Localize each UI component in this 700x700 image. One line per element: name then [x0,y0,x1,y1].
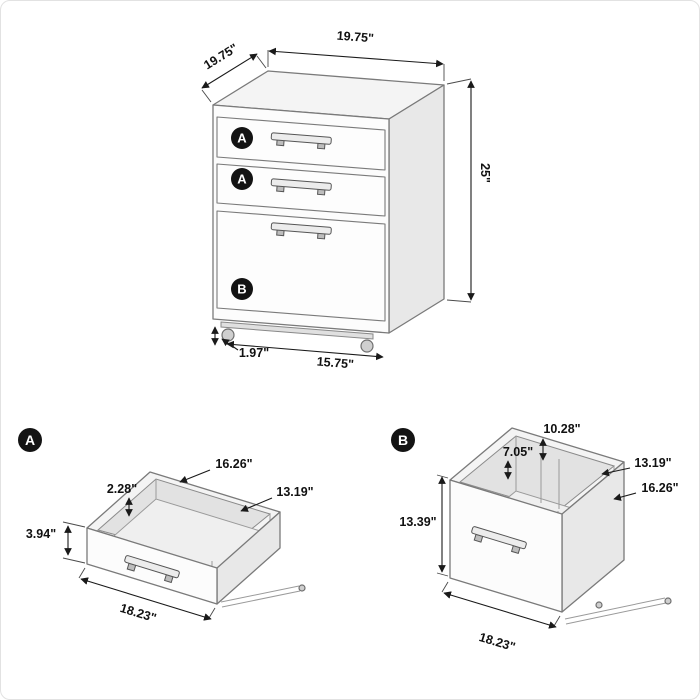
cabinet-side-face [388,84,445,334]
dim-b-interior-depth-label: 16.26" [641,481,678,495]
dim-top-width-label: 19.75" [336,29,374,46]
drawer-b-slide-rail [564,597,672,625]
dim-b-inner-offset: 7.05" [503,445,533,480]
badge-circle [18,428,42,452]
badge-letter: B [398,432,408,448]
rail-roller [298,584,306,592]
drawer-a1-front [216,116,386,171]
dim-base-width-label: 15.75" [316,355,354,372]
dim-a-front-height: 3.94" [26,521,86,564]
detail-b-view: B 10.28" 7.05" [391,422,679,654]
detail-a-view: A 3.94" 2.28" 16.26" [18,428,314,625]
caster-left [221,328,235,342]
dim-b-interior-depth: 16.26" [613,481,679,501]
badge-circle [231,127,253,149]
dim-a-interior-depth-label: 16.26" [215,457,252,471]
dim-a-interior-depth: 16.26" [179,457,253,484]
drawer-b-front-face [449,479,563,613]
drawer-b-handle [270,222,332,240]
drawer-b-handle [471,526,527,555]
caster-right [360,339,374,353]
badge-circle [231,278,253,300]
dim-b-interior-width-label: 13.19" [634,456,671,470]
badge-detail-a: A [18,428,42,452]
badge-circle [391,428,415,452]
badge-drawer-a1: A [231,127,253,149]
cabinet-base-rail [220,321,374,340]
drawer-a2-front [216,163,386,217]
badge-letter: A [237,131,247,146]
badge-letter: A [25,432,35,448]
dim-a-outer-width-label: 18.23" [118,601,158,625]
badge-detail-b: B [391,428,415,452]
dim-a-interior-width: 13.19" [240,485,314,512]
drawer-a1-handle [270,132,332,150]
dim-top-width: 19.75" [267,29,445,81]
dim-b-outer-width-label: 18.23" [477,630,517,654]
dim-height-label: 25" [478,163,492,183]
dim-b-rim-depth-label: 10.28" [543,422,580,436]
dim-height: 25" [446,78,492,303]
dim-base-width: 15.75" [226,340,384,372]
dim-b-interior-width: 13.19" [601,456,672,477]
badge-letter: B [237,282,246,297]
dim-a-front-height-label: 3.94" [26,527,56,541]
badge-drawer-b: B [231,278,253,300]
dim-a-interior-width-label: 13.19" [276,485,313,499]
badge-circle [231,168,253,190]
dim-a-rim-inset: 2.28" [107,482,137,517]
main-cabinet-view: A A B 19.75" 19.75" 25" [201,29,492,372]
dim-b-front-height: 13.39" [399,474,449,577]
dim-b-inner-offset-label: 7.05" [503,445,533,459]
rail-roller [664,597,672,605]
drawer-a-slide-rail [220,584,306,608]
dim-b-front-height-label: 13.39" [399,515,436,529]
rail-wheel [595,601,603,609]
drawer-b-front [216,210,386,322]
dim-caster-height-label: 1.97" [239,346,269,360]
dim-a-rim-inset-label: 2.28" [107,482,137,496]
badge-letter: A [237,172,247,187]
drawer-a2-handle [270,178,332,196]
badge-drawer-a2: A [231,168,253,190]
dim-b-rim-depth: 10.28" [539,422,581,461]
